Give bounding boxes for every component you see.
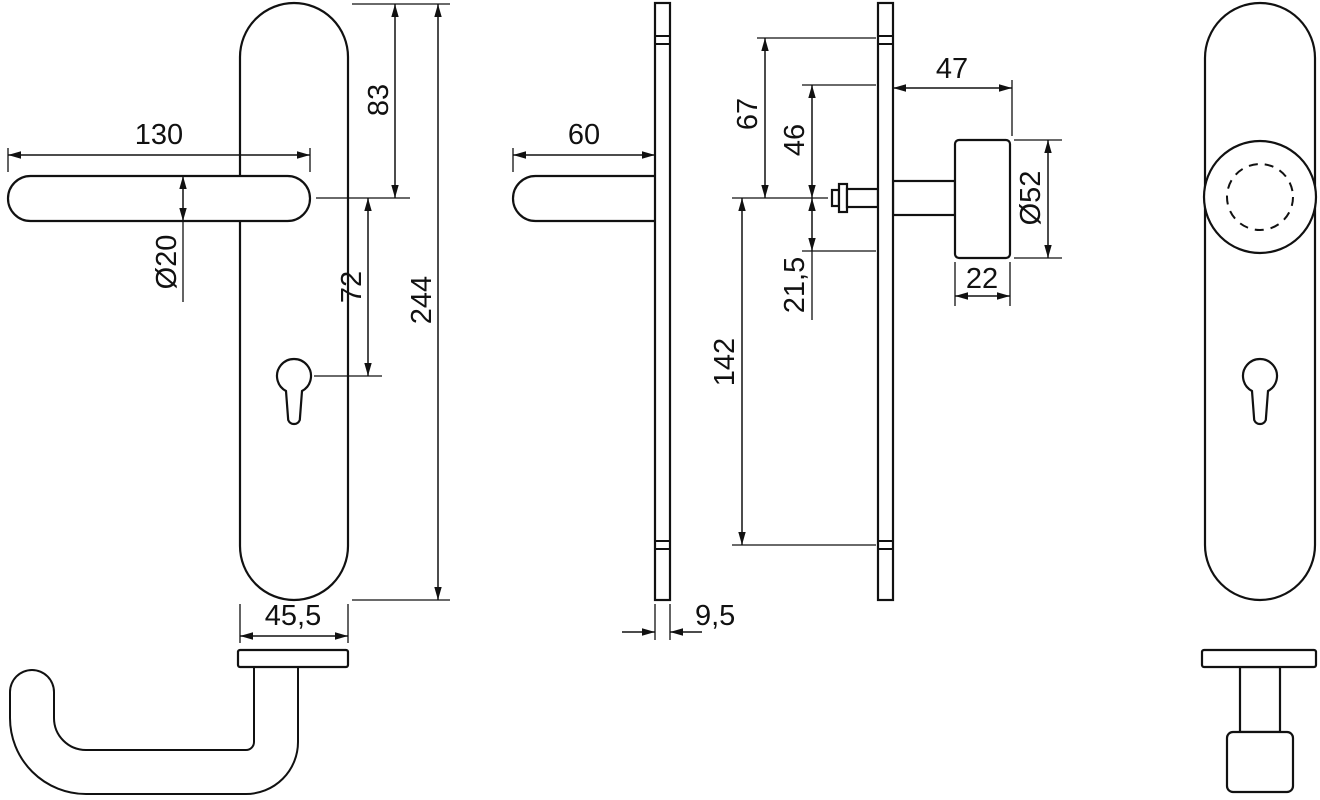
knob-front (1202, 139, 1318, 255)
dim-plate-thickness-label: 9,5 (695, 600, 735, 632)
lever-tube-cap-inner (11, 671, 53, 713)
knob-body-profile (953, 138, 1012, 260)
dim-knob-diameter: Ø52 (1014, 139, 1062, 259)
cylinder-keyhole (275, 357, 313, 426)
dim-top-to-handle: 83 (316, 3, 450, 199)
dim-top-to-spindle: 67 (732, 38, 769, 198)
lever-backplate (238, 1, 350, 602)
dim-handle-projection: 60 (512, 119, 655, 172)
side-view-lever: 60 9,5 (511, 1, 735, 640)
dim-screw-to-spindle: 46 (779, 85, 816, 198)
knob-front-hidden-circle (1226, 163, 1294, 231)
dim-knob-depth-label: 22 (966, 263, 998, 295)
dim-screw-to-spindle-label: 46 (779, 124, 811, 156)
dim-handle-to-keyhole: 72 (314, 198, 382, 377)
side-view-knob: 67 46 21,5 142 47 Ø52 (709, 1, 1062, 602)
lever-side-bar (511, 174, 657, 223)
dim-top-to-spindle-label: 67 (732, 98, 764, 130)
dim-spindle-to-bottom: 142 (709, 198, 746, 545)
knob-end-body (1225, 730, 1295, 794)
dim-spindle-to-screw: 21,5 (779, 198, 816, 320)
dim-knob-depth: 22 (954, 262, 1011, 306)
dim-plate-width-label: 45,5 (265, 600, 321, 632)
dim-handle-length-label: 130 (135, 119, 183, 151)
dim-plate-width: 45,5 (239, 600, 349, 643)
knob-end-view (1200, 648, 1318, 794)
lever-plate-profile (653, 1, 672, 602)
knob-backplate (1203, 1, 1317, 602)
dim-top-to-handle-label: 83 (363, 84, 395, 116)
knob-end-neck (1238, 665, 1282, 734)
dim-plate-height-label: 244 (406, 276, 438, 324)
spindle-shaft (845, 187, 880, 209)
knob-plate-profile (876, 1, 895, 602)
dim-knob-projection: 47 (893, 53, 1013, 136)
front-view-lever-plate: 130 Ø20 83 72 244 (6, 1, 450, 795)
lever-tube-inner (11, 662, 297, 793)
lever-handle-bar (6, 174, 312, 223)
dim-handle-to-keyhole-label: 72 (336, 271, 368, 303)
front-view-knob-plate (1200, 1, 1318, 794)
knob-plate-flange (1200, 648, 1318, 669)
knob-neck-profile (891, 179, 957, 217)
spindle-collar (837, 182, 849, 214)
lever-plate-flange (236, 648, 350, 669)
dim-handle-length: 130 (7, 119, 311, 172)
dim-knob-diameter-label: Ø52 (1015, 171, 1047, 226)
cylinder-keyhole-knob (1241, 357, 1279, 426)
dim-knob-projection-label: 47 (936, 53, 968, 85)
dim-handle-diameter: Ø20 (151, 176, 187, 302)
dim-spindle-to-screw-label: 21,5 (779, 257, 811, 313)
dim-plate-height: 244 (352, 3, 450, 601)
dim-plate-thickness: 9,5 (622, 600, 735, 640)
dim-handle-projection-label: 60 (568, 119, 600, 151)
dim-spindle-to-bottom-label: 142 (709, 338, 741, 386)
lever-end-view (9, 648, 350, 795)
dim-handle-diameter-label: Ø20 (151, 235, 183, 290)
